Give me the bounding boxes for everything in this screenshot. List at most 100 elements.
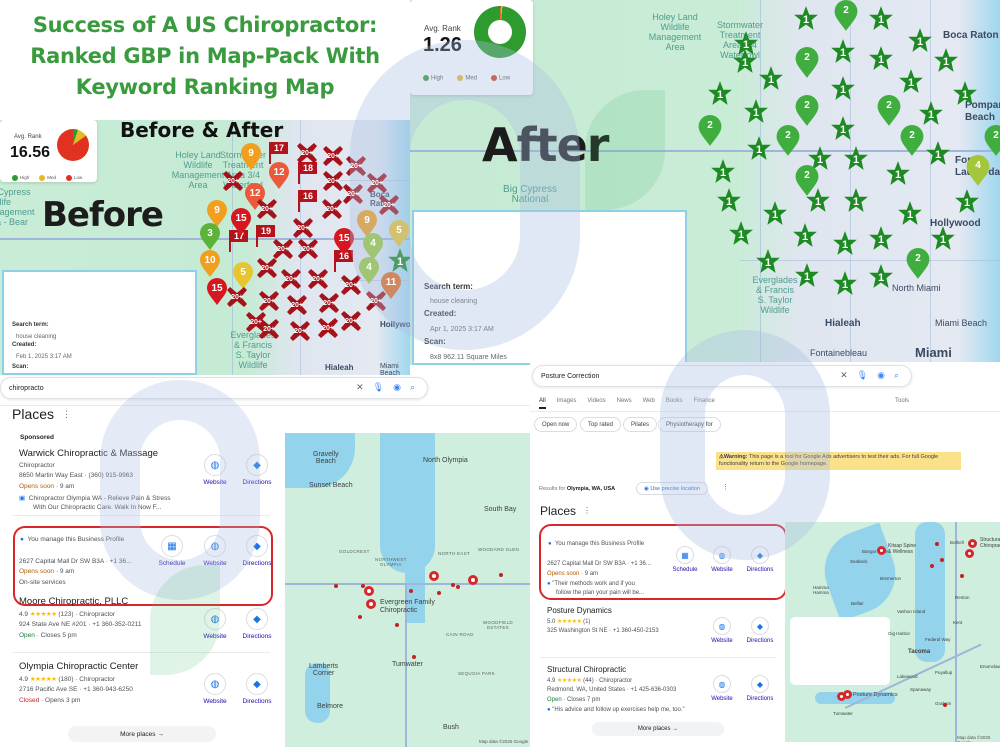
tab-videos[interactable]: Videos xyxy=(587,398,606,404)
tab-web[interactable]: Web xyxy=(642,398,655,404)
schedule-button[interactable]: ▦Schedule xyxy=(152,535,192,567)
map-pin[interactable] xyxy=(843,690,852,699)
rank-unranked-marker[interactable]: 20+ xyxy=(222,170,244,192)
puget-sound-local-map[interactable]: Kitsap Spine & Wellness Structural Chiro… xyxy=(785,522,1000,742)
lens-icon[interactable]: ◉ xyxy=(393,382,401,392)
rank-pin-marker[interactable]: 2 xyxy=(876,95,902,127)
rank-pin-marker[interactable]: 4 xyxy=(358,257,380,285)
filter-chip-top-rated[interactable]: Top rated xyxy=(580,417,622,432)
rank-star-marker[interactable]: 1 xyxy=(868,225,894,251)
olympia-local-map[interactable]: Gravelly Beach North Olympia Sunset Beac… xyxy=(285,433,530,747)
listing-name[interactable]: Moore Chiropractic, PLLC xyxy=(19,596,129,607)
rank-star-marker[interactable]: 1 xyxy=(733,30,759,56)
map-dot[interactable] xyxy=(409,589,413,593)
rank-pin-marker[interactable]: 10 xyxy=(199,250,221,278)
clear-icon[interactable]: ✕ xyxy=(840,370,848,380)
rank-pin-marker[interactable]: 2 xyxy=(697,115,723,147)
rank-star-marker[interactable]: 1 xyxy=(832,270,858,296)
rank-pin-marker[interactable]: 9 xyxy=(206,200,228,228)
rank-pin-marker[interactable]: 15 xyxy=(333,228,355,256)
directions-button[interactable]: ◆Directions xyxy=(237,608,277,640)
rank-star-marker[interactable]: 1 xyxy=(728,220,754,246)
map-dot[interactable] xyxy=(334,584,338,588)
search-input[interactable]: chiropracto ✕ 🎙 ◉ ⌕ xyxy=(0,377,428,399)
rank-star-marker[interactable]: 1 xyxy=(793,5,819,31)
directions-button[interactable]: ◆Directions xyxy=(237,673,277,705)
map-pin[interactable] xyxy=(968,539,977,548)
rank-star-marker[interactable]: 1 xyxy=(710,158,736,184)
places-menu-icon[interactable]: ⋮ xyxy=(62,409,71,419)
rank-pin-marker[interactable]: 3 xyxy=(199,223,221,251)
map-dot[interactable] xyxy=(361,584,365,588)
rank-unranked-marker[interactable]: 20+ xyxy=(321,198,343,220)
rank-star-marker[interactable]: 1 xyxy=(387,247,410,273)
rank-star-marker[interactable]: 1 xyxy=(807,145,833,171)
rank-star-marker[interactable]: 1 xyxy=(707,80,733,106)
use-precise-location-button[interactable]: ◉ Use precise location xyxy=(636,482,708,495)
directions-button[interactable]: ◆Directions xyxy=(740,675,780,702)
map-label-evergreen-family-chiropractic[interactable]: Evergreen Family Chiropractic xyxy=(380,599,435,614)
rank-star-marker[interactable]: 1 xyxy=(897,200,923,226)
filter-chip-pilates[interactable]: Pilates xyxy=(623,417,658,432)
rank-unranked-marker[interactable]: 20+ xyxy=(296,142,318,164)
rank-star-marker[interactable]: 1 xyxy=(918,100,944,126)
rank-unranked-marker[interactable]: 20+ xyxy=(256,198,278,220)
lens-icon[interactable]: ◉ xyxy=(877,370,885,380)
rank-star-marker[interactable]: 1 xyxy=(755,248,781,274)
rank-pin-marker[interactable]: 2 xyxy=(794,165,820,197)
rank-star-marker[interactable]: 1 xyxy=(868,263,894,289)
rank-unranked-marker[interactable]: 20+ xyxy=(258,318,280,340)
map-pin[interactable] xyxy=(468,575,478,585)
places-menu-icon[interactable]: ⋮ xyxy=(583,506,591,515)
more-options-icon[interactable]: ⋮ xyxy=(722,484,729,491)
rank-unranked-marker[interactable]: 20+ xyxy=(280,268,302,290)
rank-pin-marker[interactable]: 15 xyxy=(206,278,228,306)
rank-unranked-marker[interactable]: 20+ xyxy=(317,317,339,339)
tab-news[interactable]: News xyxy=(616,398,632,404)
rank-star-marker[interactable]: 1 xyxy=(885,160,911,186)
rank-unranked-marker[interactable]: 20+ xyxy=(342,183,364,205)
rank-star-marker[interactable]: 1 xyxy=(843,145,869,171)
rank-unranked-marker[interactable]: 20+ xyxy=(292,217,314,239)
directions-button[interactable]: ◆Directions xyxy=(237,454,277,486)
rank-star-marker[interactable]: 1 xyxy=(898,68,924,94)
rank-unranked-marker[interactable]: 20+ xyxy=(272,238,294,260)
tab-all[interactable]: All xyxy=(539,398,546,409)
map-pin[interactable] xyxy=(877,546,886,555)
rank-star-marker[interactable]: 1 xyxy=(716,187,742,213)
listing-name[interactable]: Posture Dynamics xyxy=(547,606,612,615)
rank-star-marker[interactable]: 1 xyxy=(758,65,784,91)
rank-star-marker[interactable]: 1 xyxy=(762,200,788,226)
rank-star-marker[interactable]: 1 xyxy=(952,80,978,106)
map-dot[interactable] xyxy=(940,558,944,562)
rank-star-marker[interactable]: 1 xyxy=(930,225,956,251)
map-pin[interactable] xyxy=(965,549,974,558)
more-places-button[interactable]: More places → xyxy=(68,726,216,742)
rank-star-marker[interactable]: 1 xyxy=(907,27,933,53)
more-places-button[interactable]: More places → xyxy=(592,722,724,736)
rank-flag-marker[interactable]: 16 xyxy=(333,250,353,272)
rank-star-marker[interactable]: 1 xyxy=(868,45,894,71)
map-label-structural-chiropractic[interactable]: Structural Chiropractic xyxy=(980,537,1000,549)
clear-icon[interactable]: ✕ xyxy=(356,382,364,392)
map-dot[interactable] xyxy=(935,542,939,546)
rank-pin-marker[interactable]: 2 xyxy=(794,47,820,79)
rank-pin-marker[interactable]: 15 xyxy=(230,208,252,236)
rank-unranked-marker[interactable]: 20+ xyxy=(322,170,344,192)
rank-unranked-marker[interactable]: 20+ xyxy=(307,268,329,290)
rank-pin-marker[interactable]: 5 xyxy=(388,220,410,248)
listing-name[interactable]: Olympia Chiropractic Center xyxy=(19,661,139,672)
map-pin[interactable] xyxy=(364,586,374,596)
rank-star-marker[interactable]: 1 xyxy=(746,135,772,161)
rank-unranked-marker[interactable]: 20+ xyxy=(365,290,387,312)
map-dot[interactable] xyxy=(499,573,503,577)
tools-button[interactable]: Tools xyxy=(895,398,910,404)
rank-unranked-marker[interactable]: 20+ xyxy=(322,145,344,167)
rank-pin-marker[interactable]: 11 xyxy=(380,272,402,300)
rank-star-marker[interactable]: 1 xyxy=(843,187,869,213)
tab-images[interactable]: Images xyxy=(556,398,577,404)
website-button[interactable]: ◍Website xyxy=(702,617,742,644)
rank-star-marker[interactable]: 1 xyxy=(792,222,818,248)
rank-star-marker[interactable]: 1 xyxy=(954,188,980,214)
website-button[interactable]: ◍Website xyxy=(195,535,235,567)
